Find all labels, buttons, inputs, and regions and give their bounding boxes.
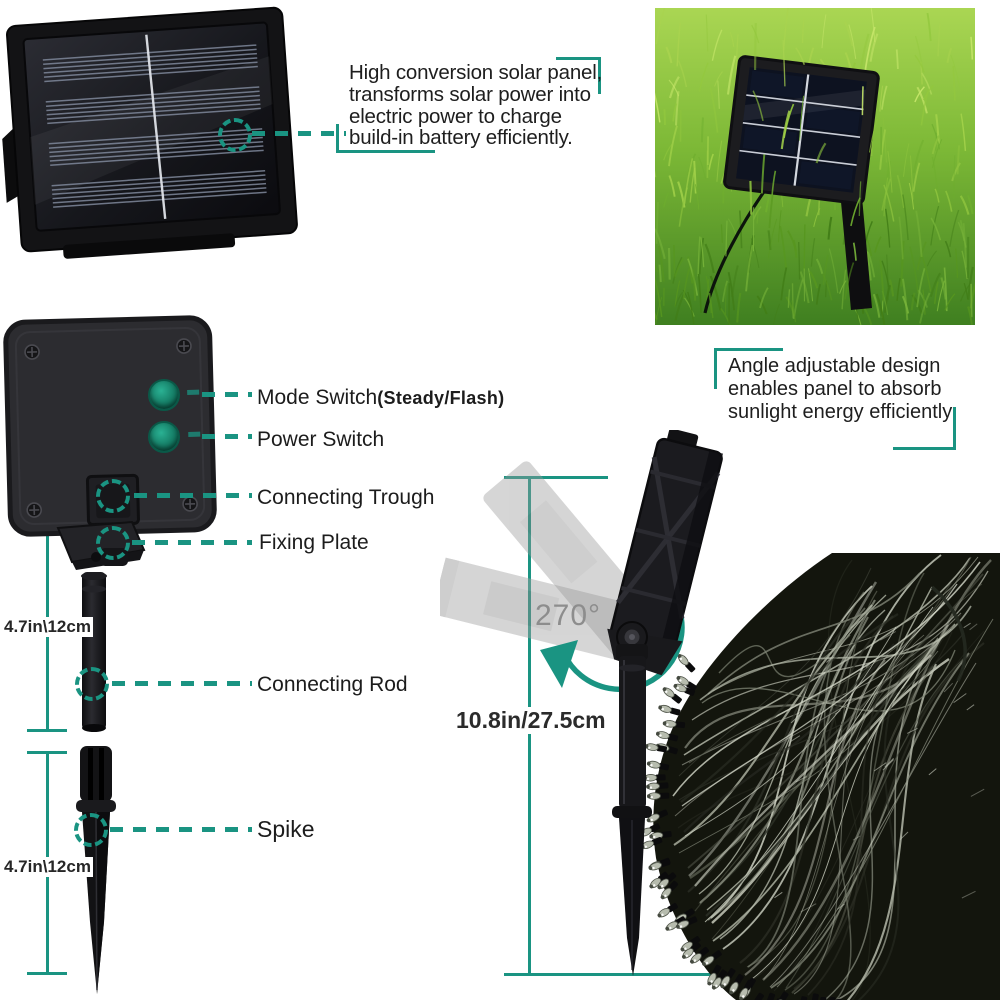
panel-bottom-lip [63,233,236,259]
mode-switch-text: Mode Switch [257,386,378,409]
rotation-angle-label: 270° [535,599,602,632]
panel-highlight-ring-icon [218,118,252,152]
panel-center-busbar [145,34,167,219]
label-power-switch: Power Switch [257,428,385,451]
rotation-arrow-head [540,640,578,688]
bundle-binding-wire [930,585,967,682]
corner-screws [24,338,198,518]
connecting-rod-ring-icon [75,667,109,701]
label-connecting-rod: Connecting Rod [257,673,408,696]
rod-dimension-cap-bottom [27,729,67,732]
mode-switch-dashes [202,392,252,397]
label-connecting-trough: Connecting Trough [257,486,435,509]
angle-adjust-figure [440,430,724,976]
fixing-plate-ring-icon [96,526,130,560]
callout1-line2: transforms solar power into [349,82,591,106]
panel-glare [30,56,273,205]
string-lights-bundle-photo [640,553,1000,1000]
connecting-rod-dashes [112,681,252,686]
label-spike: Spike [257,816,315,842]
spike-length-label: 4.7in\12cm [2,857,93,877]
callout1-line1: High conversion solar panel, [349,61,603,84]
ghost-panels [440,461,660,663]
callout1-line3: electric power to charge [349,104,562,128]
callout-angle-adjustable: Angle adjustable design enables panel to… [728,355,952,424]
photo-solar-panel [723,55,880,205]
grass-photo [655,8,975,325]
callout1-bracket-top-right [556,57,601,94]
height-dimension-cap-top [504,476,608,479]
power-switch-dashes [202,434,252,439]
spike-dimension-cap-bottom [27,972,67,975]
middle-stake [612,644,652,976]
callout1-line4: build-in battery efficiently. [349,126,573,150]
callout2-bracket-top-left [714,348,783,389]
callout2-line1: Angle adjustable design [728,355,941,377]
grass-photo-art [655,8,975,325]
callout2-bracket-bottom-right [893,407,956,450]
spike-collar [76,800,116,812]
fixing-plate-dashes [132,540,252,545]
mode-switch-note: (Steady/Flash) [377,388,505,408]
spike-figure [76,746,116,994]
label-mode-switch: Mode Switch(Steady/Flash) [257,386,504,410]
connecting-trough-dashes [134,493,252,498]
overall-height-label: 10.8in/27.5cm [454,707,608,734]
callout-solar-panel: High conversion solar panel, transforms … [349,62,602,149]
callout2-line2: enables panel to absorb [728,378,942,400]
connecting-rod [81,572,107,732]
power-switch-button [148,421,180,453]
rod-length-label: 4.7in\12cm [2,617,93,637]
grass-blades-front [655,8,974,325]
height-dimension-cap-bottom [504,973,719,976]
connecting-trough-ring-icon [96,479,130,513]
lights-bundle-strands [640,554,994,1000]
spike-dimension-cap-top [27,751,67,754]
spike-socket [80,746,112,802]
callout2-line3: sunlight energy efficiently [728,401,953,423]
spike-dashes [110,827,252,832]
label-fixing-plate: Fixing Plate [259,531,369,554]
callout1-bracket-bottom-left [336,124,435,153]
solar-panel-front-figure [2,6,298,259]
callout1-connector-dashes [252,131,346,136]
mode-switch-button [148,379,180,411]
spike-ring-icon [74,813,108,847]
photo-stake [840,186,872,310]
